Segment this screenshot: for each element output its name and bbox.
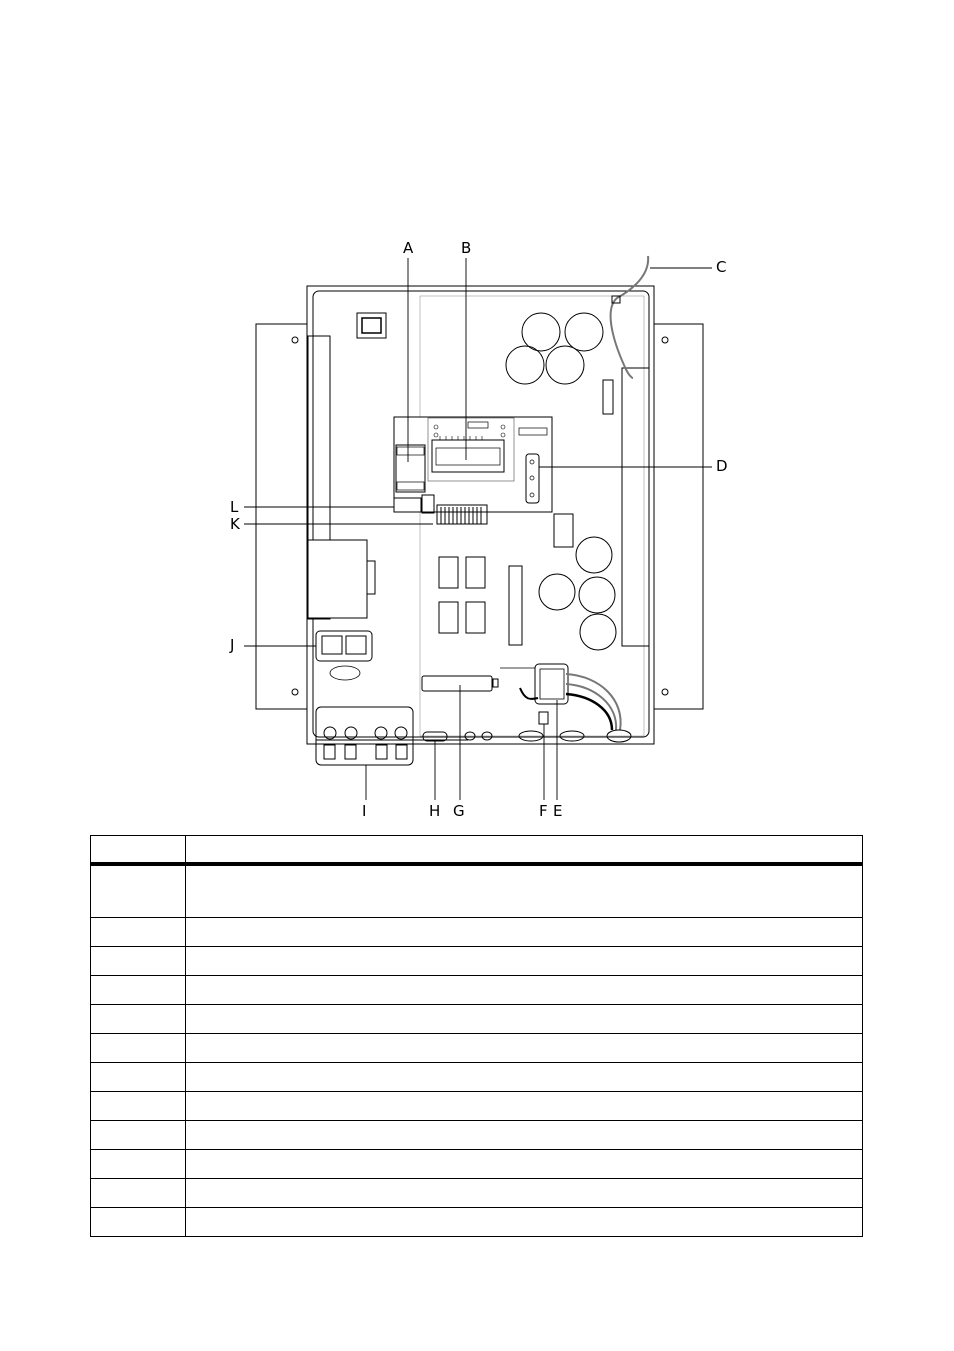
callout-l: L	[230, 498, 239, 516]
table-row	[90, 863, 863, 918]
callout-g: G	[453, 802, 465, 820]
terminal-strip-g	[421, 675, 493, 692]
cell-position	[90, 863, 186, 918]
cell-position	[90, 917, 186, 947]
cell-position	[90, 1091, 186, 1121]
callout-d: D	[716, 457, 728, 475]
relays	[438, 556, 486, 634]
right-heatsink-panel	[651, 323, 704, 710]
callout-f: F	[539, 802, 548, 820]
cell-description	[185, 1062, 863, 1092]
cell-description	[185, 1149, 863, 1179]
cell-description	[185, 975, 863, 1005]
lower-capacitors	[538, 536, 617, 651]
cell-position	[90, 1120, 186, 1150]
left-rail	[307, 335, 331, 620]
cell-description	[185, 917, 863, 947]
cell-position	[90, 1178, 186, 1208]
callout-e: E	[553, 802, 563, 820]
table-row	[90, 1033, 863, 1063]
table-row	[90, 1004, 863, 1034]
inverter-interior-diagram	[244, 255, 712, 800]
ribbon-connector	[436, 504, 488, 525]
table-row	[90, 917, 863, 947]
left-heatsink-panel	[255, 323, 309, 710]
table-header-row	[90, 835, 863, 866]
connector-l	[393, 497, 422, 513]
callout-k: K	[230, 515, 240, 533]
table-row	[90, 1149, 863, 1179]
cell-description	[185, 1004, 863, 1034]
cell-position	[90, 1149, 186, 1179]
callout-b: B	[461, 239, 472, 257]
cell-description	[185, 1091, 863, 1121]
transformer-block	[307, 539, 368, 619]
table-row	[90, 1178, 863, 1208]
cell-description	[185, 1120, 863, 1150]
table-row	[90, 1062, 863, 1092]
right-rail	[621, 367, 650, 647]
callout-a: A	[403, 239, 414, 257]
bracket-d	[525, 453, 540, 504]
cell-description	[185, 1178, 863, 1208]
cell-description	[185, 863, 863, 918]
callout-c: C	[716, 258, 727, 276]
cell-description	[185, 1033, 863, 1063]
component-f	[538, 711, 549, 725]
cell-position	[90, 1062, 186, 1092]
table-row	[90, 1120, 863, 1150]
header-position	[90, 835, 186, 866]
module-a	[395, 444, 426, 493]
callout-i: I	[362, 802, 367, 820]
dc-connectors-i	[315, 706, 414, 766]
connector-k	[421, 494, 435, 514]
cell-position	[90, 946, 186, 976]
legend-table	[90, 835, 863, 1237]
table-row	[90, 1091, 863, 1121]
callout-h: H	[429, 802, 441, 820]
cable-c	[609, 255, 650, 379]
cell-position	[90, 975, 186, 1005]
cell-position	[90, 1033, 186, 1063]
top-switch	[356, 312, 387, 339]
table-row	[90, 975, 863, 1005]
table-row	[90, 1207, 863, 1237]
table-row	[90, 946, 863, 976]
display-panel	[431, 439, 505, 473]
cell-description	[185, 946, 863, 976]
cell-position	[90, 1004, 186, 1034]
header-description	[185, 835, 863, 866]
leader-lines	[244, 258, 712, 800]
cell-description	[185, 1207, 863, 1237]
top-capacitors	[505, 312, 604, 385]
cell-position	[90, 1207, 186, 1237]
callout-j: J	[230, 636, 235, 654]
